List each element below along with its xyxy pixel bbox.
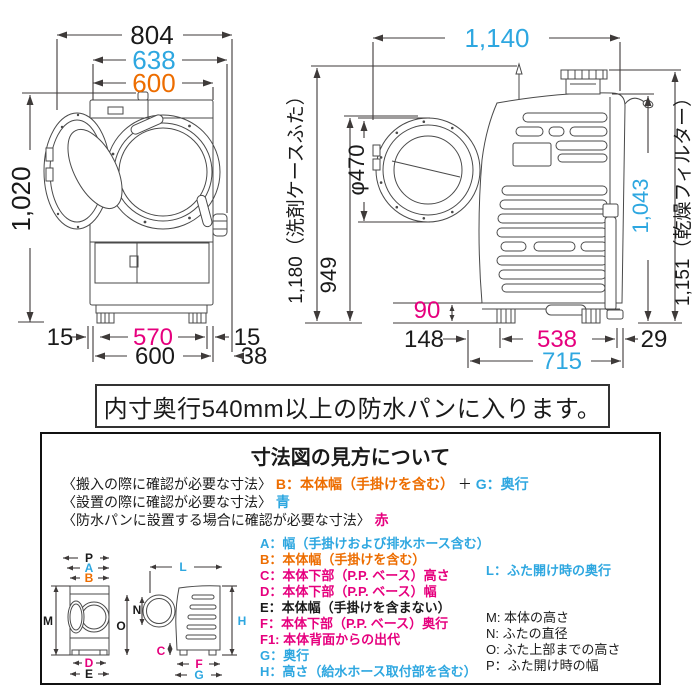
dim-front-rear-offset: 38	[241, 343, 268, 370]
dim-side-rear-offset: 29	[641, 326, 668, 353]
dim-side-base-depth: 538	[537, 326, 577, 353]
legend-title: 寸法図の見方について	[250, 447, 451, 469]
mini-diagrams: P A B M D E	[43, 551, 246, 682]
dim-front-bottom-width: 600	[135, 343, 175, 370]
legend-item-e: E：本体幅（手掛けを含まない）	[260, 600, 451, 615]
legend-item-b: B：本体幅（手掛けを含む）	[260, 552, 426, 567]
note-box: 内寸奥行540mm以上の防水パンに入ります。	[95, 384, 610, 428]
dim-side-height-door-top: 949	[316, 257, 341, 294]
front-view-dimensions: 804 638 600 1,020 15 57	[6, 20, 267, 370]
mini-label-d: D	[85, 656, 94, 670]
mini-label-m: M	[43, 614, 53, 628]
front-view-drawing	[43, 91, 228, 324]
legend-line-installation: 〈設置の際に確認が必要な寸法〉 青	[62, 493, 659, 511]
mini-label-o: O	[116, 619, 125, 633]
legend-item-n: N: ふたの直径	[486, 626, 568, 641]
legend-line1-plus: ＋	[457, 476, 472, 492]
legend-right-spacer	[486, 579, 620, 610]
mini-label-n: N	[133, 603, 142, 617]
legend-item-h: H：高さ（給水ホース取付部を含む）	[260, 664, 477, 679]
legend-line2-value: 青	[275, 494, 290, 510]
legend-line1-g: G：奥行	[475, 476, 529, 492]
legend-item-f: F：本体下部（P.P. ベース）奥行	[260, 616, 449, 631]
legend-bottom: P A B M D E	[42, 533, 659, 685]
side-view-dimensions: 1,140 1,180（洗剤ケースふた） 949 φ470 1,043 1,15…	[285, 23, 694, 375]
dim-front-body-height: 1,020	[6, 166, 36, 231]
dim-front-base-gap-left: 15	[47, 324, 74, 351]
dim-side-height-dry-filter: 1,151（乾燥フィルター）	[672, 88, 694, 306]
dim-side-door-diameter: φ470	[344, 145, 369, 196]
mini-label-l: L	[179, 560, 186, 574]
mini-front-view	[67, 585, 110, 656]
legend-definitions-center: A：幅（手掛けおよび排水ホース含む） B：本体幅（手掛けを含む） C：本体下部（…	[260, 533, 490, 685]
legend-line1-b: B：本体幅（手掛けを含む）	[275, 476, 455, 492]
dim-side-total-depth: 1,140	[464, 23, 529, 53]
legend-line1-prefix: 〈搬入の際に確認が必要な寸法〉	[62, 476, 272, 492]
legend-lines: 〈搬入の際に確認が必要な寸法〉 B：本体幅（手掛けを含む） ＋ G：奥行 〈設置…	[62, 475, 659, 529]
mini-side-view	[142, 585, 221, 656]
dim-front-total-width: 804	[130, 20, 173, 50]
dim-side-front-offset: 148	[404, 326, 444, 353]
legend-item-m: M: 本体の高さ	[486, 610, 570, 625]
mini-label-f: F	[195, 657, 202, 671]
dim-side-body-height: 1,043	[628, 178, 653, 233]
legend-box: 寸法図の見方について 〈搬入の際に確認が必要な寸法〉 B：本体幅（手掛けを含む）…	[40, 432, 661, 685]
mini-label-c: C	[157, 644, 166, 658]
dim-front-base-gap-right: 15	[234, 324, 261, 351]
mini-label-a: A	[85, 561, 94, 575]
dim-side-base-total-depth: 715	[542, 348, 582, 375]
mini-label-g: G	[194, 668, 203, 682]
legend-definitions-right: L：ふた開け時の奥行 M: 本体の高さ N: ふたの直径 O: ふた上部までの高…	[486, 533, 620, 685]
legend-item-a: A：幅（手掛けおよび排水ホース含む）	[260, 536, 490, 551]
legend-item-f1: F1: 本体背面からの出代	[260, 632, 401, 647]
note-text: 内寸奥行540mm以上の防水パンに入ります。	[103, 395, 602, 423]
mini-label-p: P	[85, 551, 93, 565]
side-view-drawing	[372, 62, 654, 324]
legend-line-waterproof-pan: 〈防水パンに設置する場合に確認が必要な寸法〉 赤	[62, 511, 659, 529]
mini-front-dimensions: P A B M D E	[43, 551, 109, 681]
legend-item-o: O: ふた上部までの高さ	[486, 642, 621, 657]
mini-label-e: E	[85, 667, 93, 681]
mini-label-b: B	[85, 571, 94, 585]
dimension-diagram: 804 638 600 1,020 15 57	[6, 20, 694, 375]
legend-line-carry-in: 〈搬入の際に確認が必要な寸法〉 B：本体幅（手掛けを含む） ＋ G：奥行	[62, 475, 659, 493]
legend-item-g: G：奥行	[260, 648, 310, 663]
dim-front-base-width: 570	[133, 324, 173, 351]
dim-front-width-incl-handle: 638	[132, 45, 175, 75]
dim-side-base-height: 90	[414, 297, 441, 324]
legend-item-p: P：ふた開け時の幅	[486, 658, 599, 673]
legend-item-d: D：本体下部（P.P. ベース）幅	[260, 584, 437, 599]
dim-side-height-detergent-lid: 1,180（洗剤ケースふた）	[285, 86, 307, 304]
mini-label-h: H	[238, 614, 247, 628]
legend-line3-prefix: 〈防水パンに設置する場合に確認が必要な寸法〉	[62, 512, 371, 528]
legend-line2-prefix: 〈設置の際に確認が必要な寸法〉	[62, 494, 272, 510]
mini-side-dimensions: L N O C F G H	[116, 560, 246, 682]
dim-front-body-width: 600	[132, 68, 175, 98]
legend-line3-value: 赤	[374, 512, 389, 528]
legend-item-c: C：本体下部（P.P. ベース）高さ	[260, 568, 450, 583]
legend-item-l: L：ふた開け時の奥行	[486, 563, 611, 578]
